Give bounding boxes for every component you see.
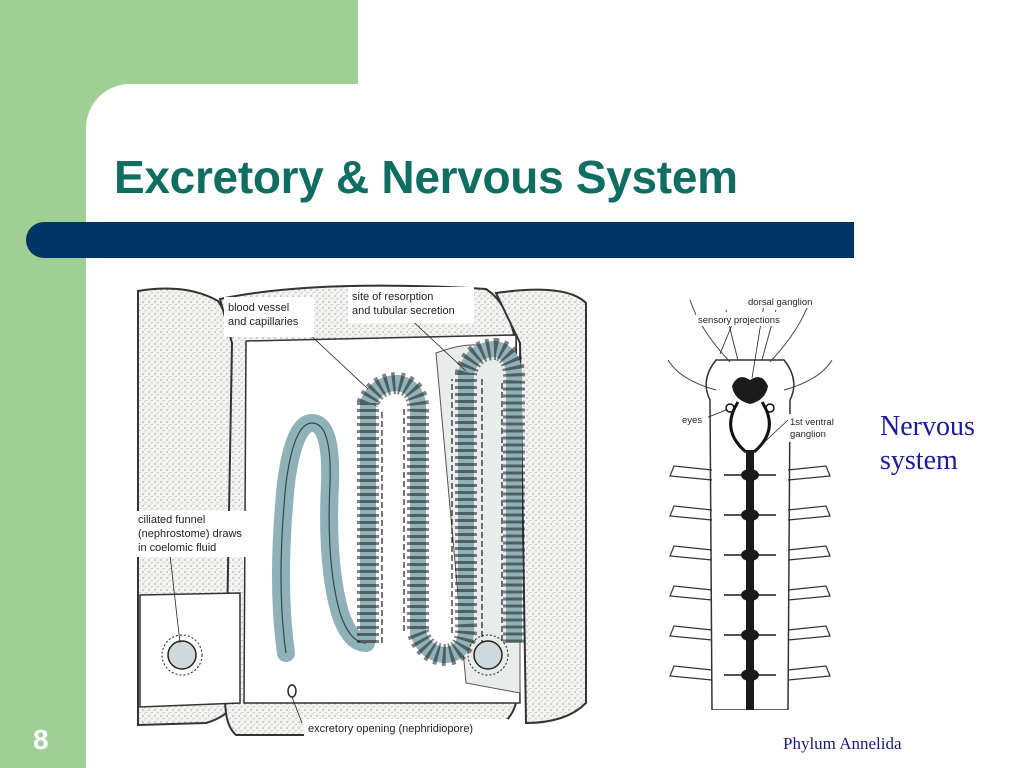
- label-capillaries: and capillaries: [228, 316, 299, 328]
- title-underline-bar: [26, 222, 854, 258]
- caption-line-2: system: [880, 445, 958, 476]
- label-first-ventral: 1st ventral: [790, 417, 834, 428]
- parapodia: [669, 465, 831, 681]
- label-eyes: eyes: [682, 415, 702, 426]
- label-nephrostome: (nephrostome) draws: [138, 528, 242, 540]
- excretory-diagram: blood vessel and capillaries site of res…: [136, 284, 587, 737]
- segmental-nerves: [724, 474, 776, 676]
- excretory-illustration: blood vessel and capillaries site of res…: [136, 283, 588, 745]
- right-segment: [494, 288, 587, 725]
- ventral-nerve-cord: [746, 450, 754, 710]
- label-dorsal-ganglion: dorsal ganglion: [748, 297, 812, 308]
- label-ganglion: ganglion: [790, 429, 826, 440]
- nephrostome-right: [473, 640, 503, 670]
- nervous-illustration: dorsal ganglion sensory projections eyes…: [660, 290, 840, 710]
- label-secretion: and tubular secretion: [352, 305, 455, 317]
- slide-number: 8: [33, 724, 49, 755]
- nephrostome-left: [167, 640, 197, 670]
- nervous-system-caption: Nervous system: [880, 410, 975, 478]
- caption-line-1: Nervous: [880, 411, 975, 442]
- nephridiopore: [287, 684, 297, 698]
- label-ciliated-funnel: ciliated funnel: [138, 514, 205, 526]
- label-resorption: site of resorption: [352, 291, 433, 303]
- capillary-network: [357, 337, 526, 667]
- label-coelomic-fluid: in coelomic fluid: [138, 542, 216, 554]
- label-blood-vessel: blood vessel: [228, 302, 289, 314]
- nervous-diagram: dorsal ganglion sensory projections eyes…: [660, 290, 840, 710]
- slide-top-area: [358, 0, 1024, 90]
- dorsal-ganglion: [732, 377, 768, 404]
- slide-title: Excretory & Nervous System: [114, 151, 738, 203]
- label-sensory-projections: sensory projections: [698, 315, 780, 326]
- label-excretory-opening: excretory opening (nephridiopore): [308, 723, 473, 735]
- slide-footer: Phylum Annelida: [783, 734, 902, 753]
